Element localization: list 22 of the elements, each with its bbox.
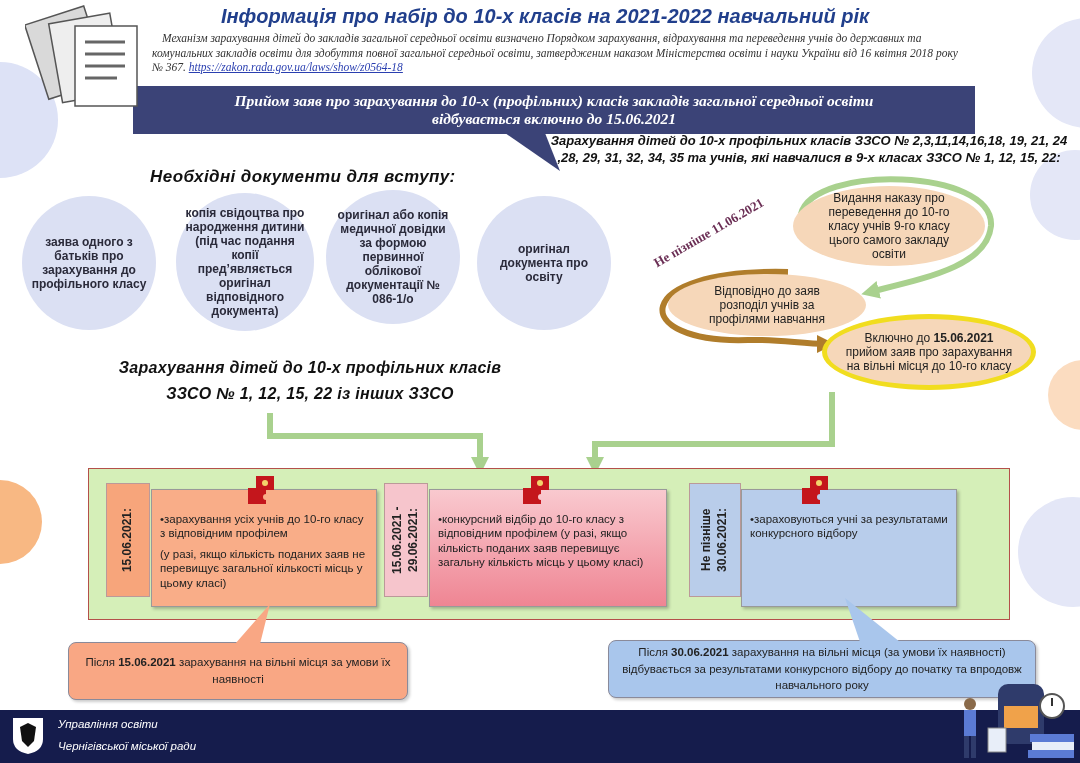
section-heading: Зарахування дітей до 10-х профільних класів ЗЗСО № 1, 12, 15, 22 із інших ЗЗСО xyxy=(100,355,520,407)
date-tab: 15.06.2021: xyxy=(106,483,150,597)
document-circle: копія свідоцтва про народження дитини (під час подання копії пред’являється оригінал відповідного документа) xyxy=(176,193,314,331)
stage-panel xyxy=(88,468,1010,620)
date-tab: Не пізніше 30.06.2021: xyxy=(689,483,741,597)
page-title: Інформація про набір до 10-х класів на 2021-2022 навчальний рік xyxy=(219,5,871,28)
step-ellipse: Видання наказу про переведення до 10-го класу учнів 9-го класу цього самого закладу освіти xyxy=(793,186,985,266)
stage-box: •конкурсний відбір до 10-го класу з відповідним профілем (у разі, якщо кількість поданих заяв перевищує загальну кількість місць у цьому класі) xyxy=(429,489,667,607)
document-circle: заява одного з батьків про зарахування до профільного класу xyxy=(22,196,156,330)
stage-box: •зарахування усіх учнів до 10-го класу з відповідним профілем (у разі, якщо кількість поданих заяв не перевищує загальної кількості місць у цьому класі) xyxy=(151,489,377,607)
document-circle: оригінал документа про освіту xyxy=(477,196,611,330)
footer-text: Чернігівської міської ради xyxy=(58,740,197,752)
section-heading: Необхідні документи для вступу: xyxy=(150,167,456,187)
stage-box: •зараховуються учні за результатами конкурсного відбору xyxy=(741,489,957,607)
footer-text: Управління освіти xyxy=(58,718,158,730)
intro-paragraph: Механізм зарахування дітей до закладів загальної середньої освіти визначено Порядком зарахування, відрахування та переведення учнів до державних та комунальних закладів освіти для здобуття повної загальної середньої освіти, затвердженим наказом Міністерства освіти і науки України від 16 квітня 2018 року № 367. https://zakon.rada.gov.ua/laws/show/z0564-18 xyxy=(152,31,959,75)
step-ellipse: Відповідно до заяв розподіл учнів за профілями навчання xyxy=(668,274,866,336)
date-tab: 15.06.2021 - 29.06.2021: xyxy=(384,483,428,597)
arrow xyxy=(798,176,994,299)
law-link: https://zakon.rada.gov.ua/laws/show/z0564-18 xyxy=(188,61,403,73)
section-heading: Зарахування дітей до 10-х профільних класів ЗЗСО № 2,3,11,14,16,18, 19, 21, 24 ,28, 29, 31, 32, 34, 35 та учнів, які навчалися в 9-х класах ЗЗСО № 1, 12, 15, 22: xyxy=(549,132,1069,166)
document-circle: оригінал або копія медичної довідки за формою первинної облікової документації № 086-1/о xyxy=(326,190,460,324)
